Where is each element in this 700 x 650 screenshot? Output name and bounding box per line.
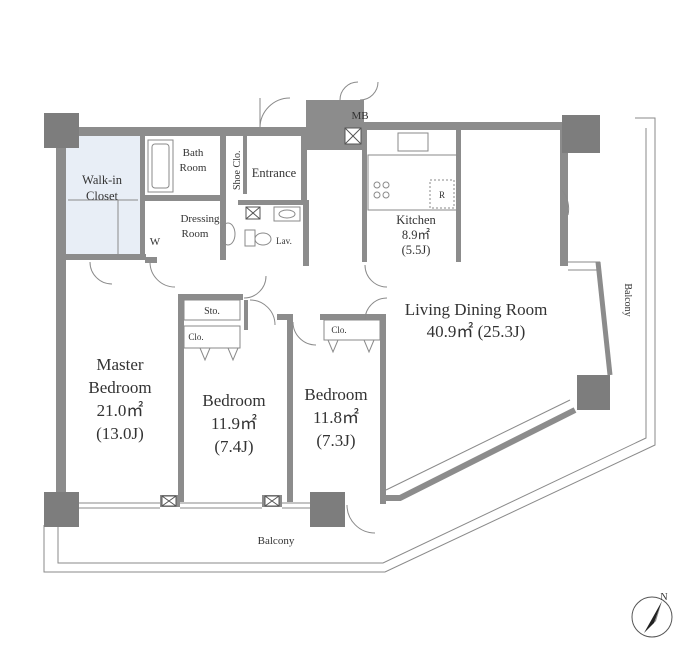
lav-fixtures	[220, 206, 301, 247]
living-area: 40.9㎡ (25.3J)	[427, 322, 526, 341]
balcony-right-label: Balcony	[622, 283, 633, 316]
bedroom3-name: Bedroom	[304, 385, 367, 404]
closet-b-label: Clo.	[331, 325, 346, 335]
master-line2: Bedroom	[88, 378, 151, 397]
living-window-wall	[384, 261, 613, 501]
storage-label: Sto.	[204, 306, 220, 317]
vent-boxes	[161, 127, 362, 507]
bedroom2-area: 11.9㎡	[211, 414, 257, 433]
walk-in-closet-area	[66, 136, 140, 256]
doors	[89, 81, 570, 534]
bedroom3-area: 11.8㎡	[313, 408, 359, 427]
compass-icon	[631, 596, 673, 638]
kitchen-jo: (5.5J)	[402, 243, 431, 257]
shoe-closet-label: Shoe Clo.	[232, 151, 243, 190]
master-area: 21.0㎡	[97, 401, 144, 420]
bathtub	[147, 139, 174, 193]
w-label: W	[150, 236, 161, 248]
closet-rod	[68, 199, 138, 254]
compass-letter: N	[660, 592, 667, 603]
bottom-windows	[79, 502, 310, 509]
fridge-label: R	[439, 190, 445, 200]
balcony-outline	[43, 117, 656, 573]
walls	[56, 100, 568, 510]
entrance-label: Entrance	[252, 166, 297, 180]
columns	[44, 113, 610, 527]
dressing-room-label: Dressing	[180, 213, 220, 225]
bedroom2-jo: (7.4J)	[214, 437, 253, 456]
kitchen-fixtures	[367, 132, 459, 211]
bath-room-label-2: Room	[180, 162, 207, 174]
dressing-room-label-2: Room	[182, 228, 209, 240]
bedroom2-name: Bedroom	[202, 391, 265, 410]
lav-label: Lav.	[276, 236, 292, 246]
master-line1: Master	[96, 355, 144, 374]
living-name: Living Dining Room	[405, 300, 548, 319]
bath-room-label: Bath	[183, 147, 204, 159]
bedroom3-jo: (7.3J)	[316, 431, 355, 450]
mb-label: MB	[351, 110, 368, 122]
walk-in-closet-label-2: Closet	[86, 189, 118, 203]
closet-shelves	[183, 299, 381, 362]
walk-in-closet-label: Walk-in	[82, 173, 123, 187]
balcony-bottom-label: Balcony	[258, 535, 295, 547]
kitchen-area: 8.9㎡	[402, 228, 431, 242]
kitchen-name: Kitchen	[396, 213, 436, 227]
master-jo: (13.0J)	[96, 424, 144, 443]
closet-a-label: Clo.	[188, 332, 203, 342]
